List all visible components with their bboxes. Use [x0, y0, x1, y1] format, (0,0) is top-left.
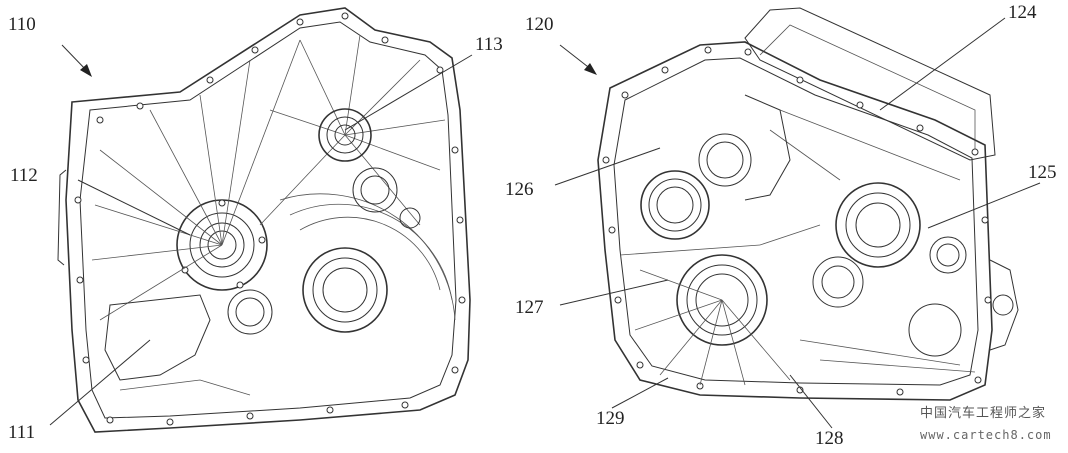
- left-lower-bore: [279, 193, 456, 333]
- ref-126: 126: [505, 179, 534, 200]
- left-small-bore: [227, 289, 273, 335]
- ref-111: 111: [8, 422, 35, 443]
- ref-127: 127: [515, 297, 544, 318]
- pocket-111: [104, 294, 211, 381]
- right-housing-flange: [597, 41, 993, 401]
- left-flange-bolts: [74, 12, 466, 426]
- left-mid-bore: [352, 167, 421, 229]
- bore-126: [640, 170, 710, 240]
- left-housing-flange: [65, 7, 471, 433]
- ref-110: 110: [8, 14, 36, 35]
- right-housing: [597, 7, 1019, 401]
- ref-128: 128: [815, 428, 844, 449]
- ref-112: 112: [10, 165, 38, 186]
- left-lower-rib: [119, 379, 251, 396]
- right-flange-bolts: [602, 46, 992, 396]
- top-box-124: [744, 7, 996, 161]
- right-side-boss: [989, 259, 1019, 351]
- left-ribs: [91, 34, 446, 321]
- ref-120: 120: [525, 14, 554, 35]
- watermark-title: 中国汽车工程师之家: [920, 405, 1046, 421]
- bore-127: [676, 254, 768, 346]
- watermark-url: www.cartech8.com: [920, 428, 1052, 442]
- ref-113: 113: [475, 34, 503, 55]
- ref-124: 124: [1008, 2, 1037, 23]
- bearing-boss-113: [318, 108, 372, 162]
- leaders: [49, 17, 1041, 429]
- left-housing-inner-rim: [79, 21, 457, 419]
- right-housing-inner-rim: [613, 57, 979, 386]
- left-housing: [57, 7, 471, 433]
- bore-126b: [698, 133, 752, 187]
- right-inner-web: [744, 94, 791, 201]
- ref-129: 129: [596, 408, 625, 429]
- bore-lower-middle: [812, 256, 962, 357]
- ref-125: 125: [1028, 162, 1057, 183]
- bearing-boss-112: [176, 199, 268, 291]
- left-side-boss: [57, 169, 67, 266]
- right-ribs: [619, 109, 976, 386]
- bore-125: [835, 182, 967, 274]
